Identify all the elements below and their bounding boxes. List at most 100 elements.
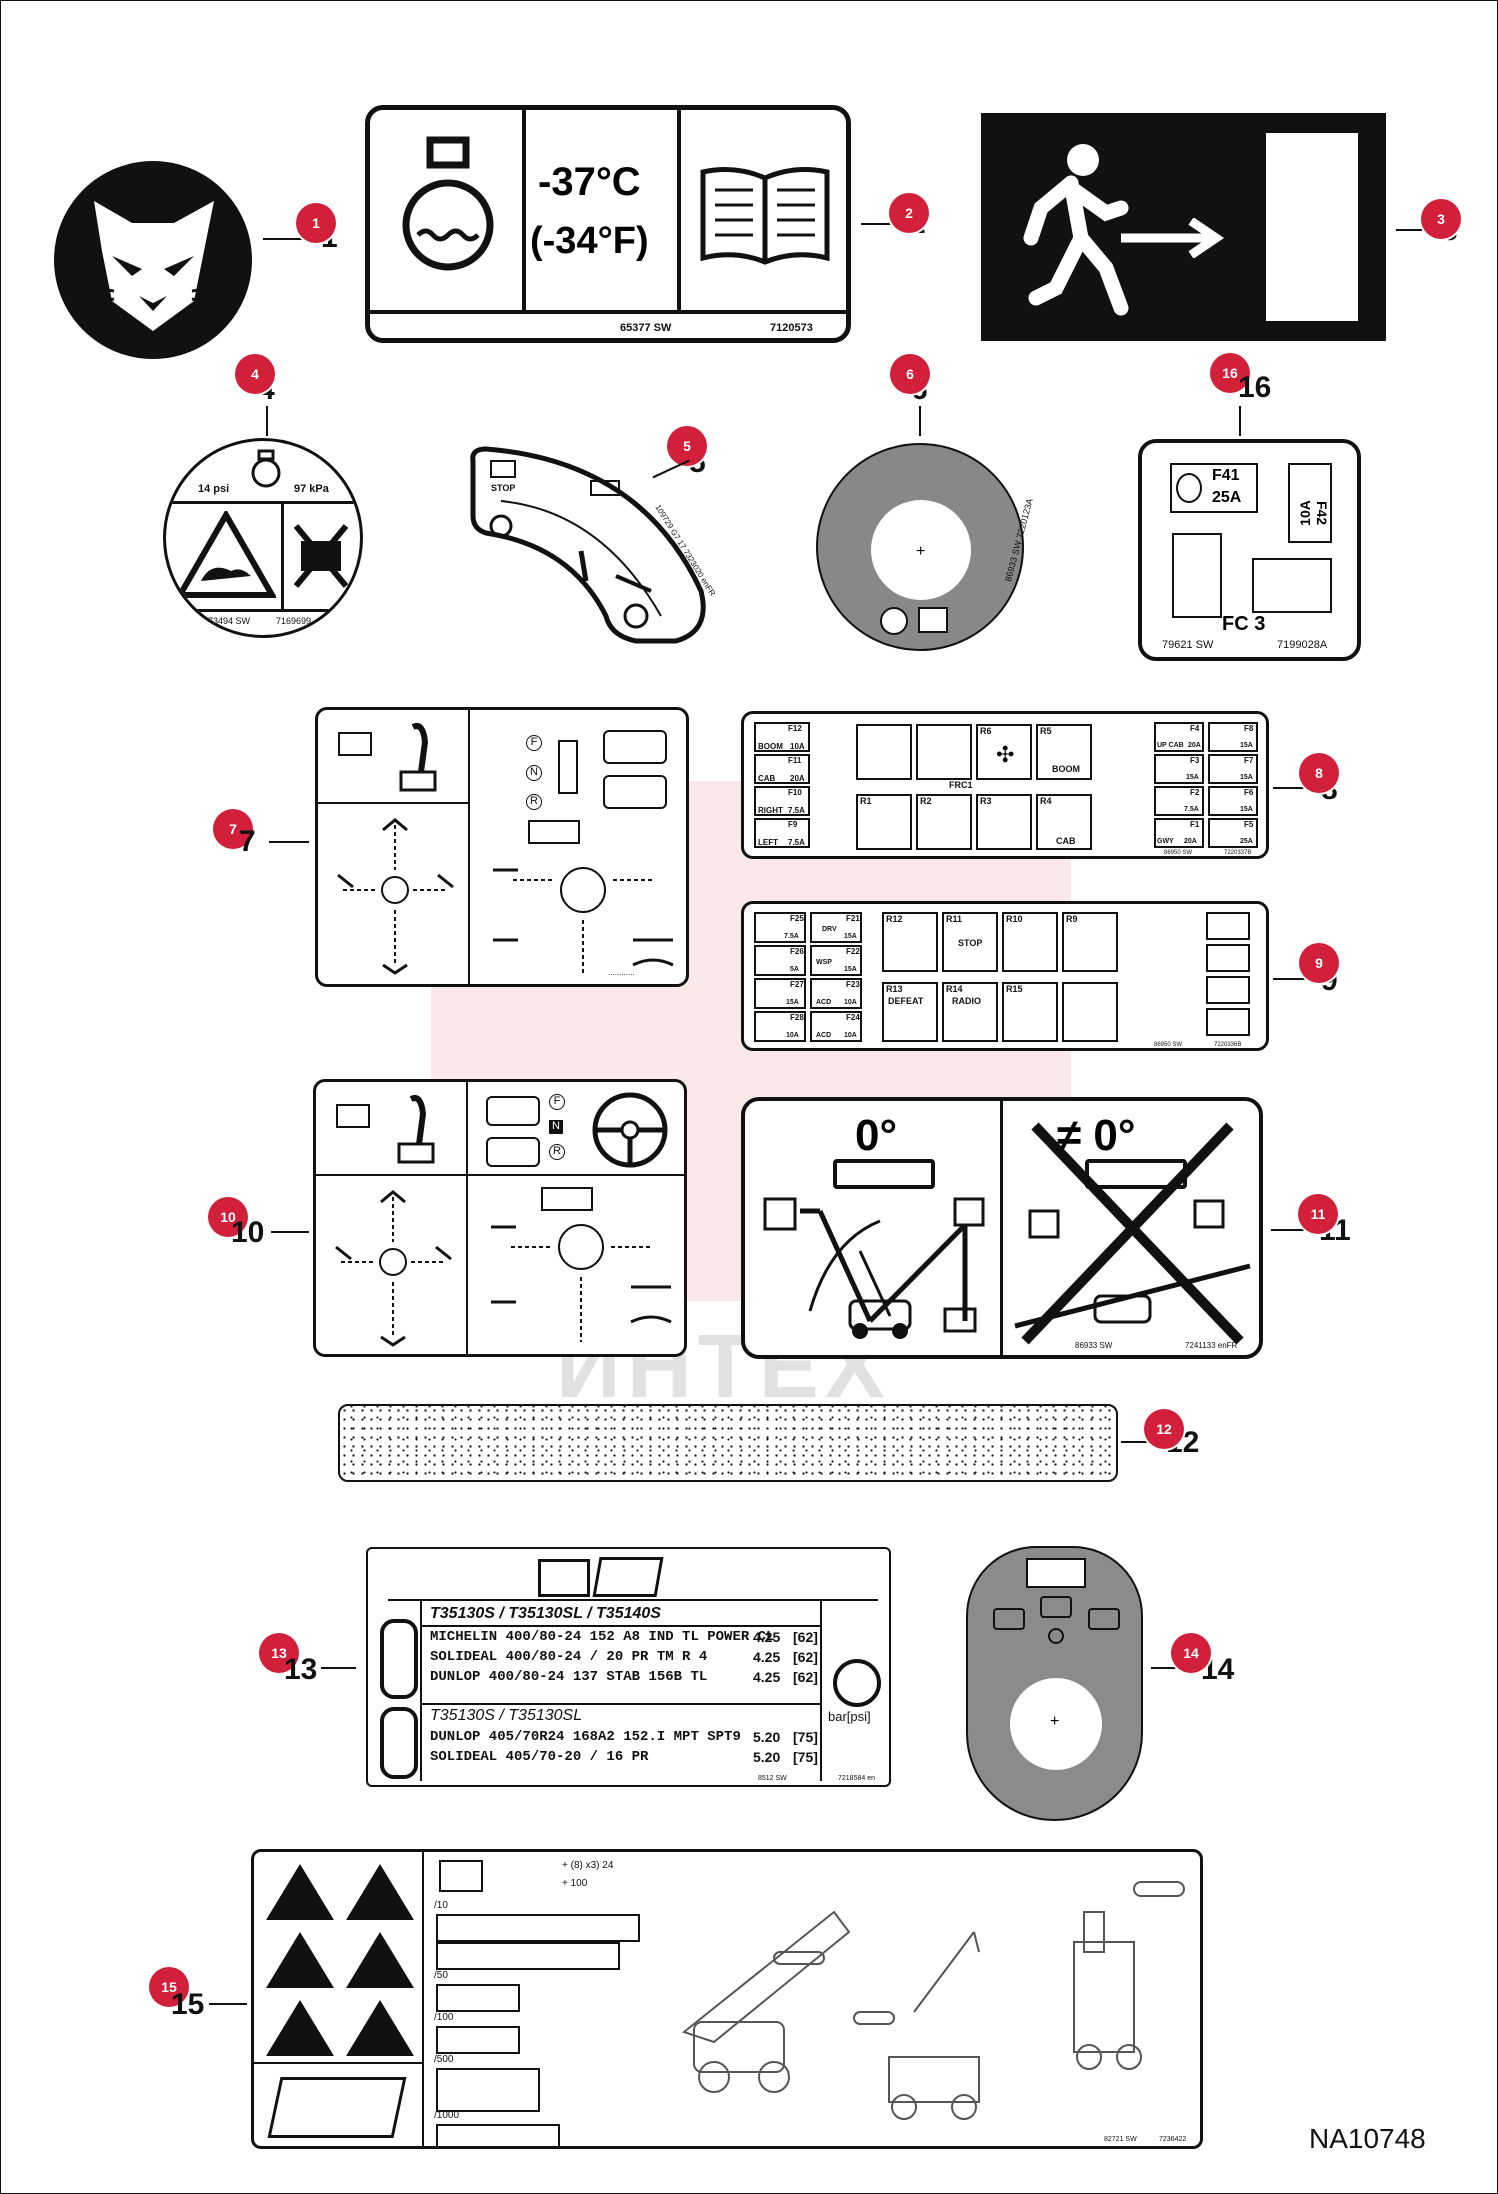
bobcat-logo xyxy=(54,161,252,359)
leader-line xyxy=(271,1231,309,1233)
boom-control-pattern-icon xyxy=(483,840,683,990)
tire-pressure-psi: [62] xyxy=(793,1669,818,1685)
callout-marker: 16 xyxy=(1210,353,1250,393)
leader-line xyxy=(919,406,921,436)
relay-slot xyxy=(1062,982,1118,1042)
service-interval: /100 xyxy=(434,2012,454,2023)
telehandler-reverse-icon xyxy=(486,1137,540,1167)
telehandler-icon xyxy=(993,1608,1025,1630)
tire-row: DUNLOP 405/70R24 168A2 152.I MPT SPT9 xyxy=(430,1729,741,1745)
callout-marker: 14 xyxy=(1171,1633,1211,1673)
coolant-reservoir-icon xyxy=(398,135,498,290)
relay-r1-lowbeam: R1 xyxy=(856,794,912,850)
drawing-code: NA10748 xyxy=(1309,2123,1426,2154)
pressure-warning-decal: 14 psi 97 kPa 73494 SW 7169699 xyxy=(163,438,363,638)
service-icon-row xyxy=(436,2026,520,2054)
callout-marker: 15 xyxy=(149,1967,189,2007)
part-code: 65377 SW xyxy=(620,322,672,334)
center-cross: + xyxy=(916,543,926,560)
spare-fuse-slot xyxy=(1206,944,1250,972)
leader-line xyxy=(1121,1441,1163,1443)
temperature-celsius: -37°C xyxy=(538,160,641,204)
part-code: 86950 SW xyxy=(1164,850,1193,856)
manual-book-icon xyxy=(439,1860,483,1892)
joystick-pattern-icon xyxy=(331,1187,456,1352)
relay-r12: R12 xyxy=(882,912,938,972)
leader-line xyxy=(1273,978,1318,980)
part-code: 73494 SW xyxy=(208,616,251,626)
part-code: 7220336B xyxy=(1214,1042,1242,1048)
service-spec: + 100 xyxy=(562,1878,588,1889)
relay-r6-fan: R6✣ xyxy=(976,724,1032,780)
telehandler-reverse-icon xyxy=(603,775,667,809)
pressure-kpa: 97 kPa xyxy=(294,483,329,495)
part-code: 86933 SW 7220123A xyxy=(1003,497,1035,583)
callout-marker: 1 xyxy=(296,203,336,243)
callout-marker: 9 xyxy=(1299,943,1339,983)
burn-warning-icon xyxy=(174,508,278,606)
leader-line xyxy=(263,238,321,240)
callout-marker: 3 xyxy=(1421,199,1461,239)
relay-slot xyxy=(916,724,972,780)
telehandler-icon xyxy=(1040,1596,1072,1618)
manual-book-icon xyxy=(538,1559,590,1597)
callout-marker: 6 xyxy=(890,354,930,394)
callout-marker: 12 xyxy=(1144,1409,1184,1449)
relay-r2-highbeam: R2 xyxy=(916,794,972,850)
telehandler-icon xyxy=(1088,1608,1120,1630)
spare-fuse-slot xyxy=(1206,912,1250,940)
manual-book-icon xyxy=(695,160,835,275)
steering-controls-decal: F N R xyxy=(313,1079,687,1357)
explosion-hazard-icon xyxy=(346,1864,414,1920)
direction-switch-icon xyxy=(558,740,578,794)
forward-label: F xyxy=(549,1094,565,1110)
item-number: 13 xyxy=(284,1653,318,1686)
callout-marker: 10 xyxy=(208,1197,248,1237)
part-code: 7220337B xyxy=(1224,850,1252,856)
telehandler-forward-icon xyxy=(486,1096,540,1126)
relay-r15: R15 xyxy=(1002,982,1058,1042)
part-code: 79621 SW xyxy=(1162,639,1214,651)
stop-label: STOP xyxy=(491,483,516,493)
leader-line xyxy=(266,406,268,436)
safety-service-decal: + (8) x3) 24 + 100 /10 /50 /100 /500 /10… xyxy=(251,1849,1203,2149)
frame-leveling-decal: 0° ≠ 0° 86933 SW 7241133 enFR xyxy=(741,1097,1263,1359)
telehandler-service-diagram xyxy=(674,1872,1194,2147)
arrow-right-icon xyxy=(1121,217,1231,263)
part-code: 7218584 en xyxy=(838,1775,875,1782)
ppe-hazard-icon xyxy=(346,1932,414,1988)
manual-book-icon xyxy=(918,607,948,633)
center-cross: + xyxy=(1050,1713,1060,1730)
relay-r9-slow: R9 xyxy=(1062,912,1118,972)
service-icon-row xyxy=(436,1942,620,1970)
part-code: 82721 SW xyxy=(1104,2136,1137,2143)
tire-pressure-bar: 4.25 xyxy=(753,1649,781,1665)
pressure-units: bar[psi] xyxy=(828,1709,871,1724)
tire-pressure-decal: T35130S / T35130SL / T35140S MICHELIN 40… xyxy=(366,1547,891,1787)
leader-line xyxy=(1239,406,1241,436)
fuse-panel-fc3-decal: F41 25A F42 10A FC 3 79621 SW 7199028A xyxy=(1138,439,1361,661)
fuse-panel-name: FC 3 xyxy=(1222,613,1266,635)
service-interval: /10 xyxy=(434,1900,448,1911)
service-spec: + (8) x3) 24 xyxy=(562,1860,614,1871)
tire-icon-top xyxy=(380,1619,418,1699)
ignition-disc-decal: + 86933 SW 7220123A xyxy=(816,443,1035,651)
part-code: 86950 SW xyxy=(1154,1042,1183,1048)
callout-marker: 4 xyxy=(235,354,275,394)
telehandler-forward-icon xyxy=(603,730,667,764)
manual-book-icon xyxy=(528,820,580,844)
tire-pressure-psi: [62] xyxy=(793,1649,818,1665)
tire-row: MICHELIN 400/80-24 152 A8 IND TL POWER C… xyxy=(430,1629,775,1645)
pressure-psi: 14 psi xyxy=(198,483,230,495)
level-bubble-icon xyxy=(833,1159,935,1189)
manual-book-icon xyxy=(336,1104,370,1128)
boom-control-pattern-icon xyxy=(481,1207,681,1357)
key-panel-decal: + xyxy=(966,1546,1143,1821)
